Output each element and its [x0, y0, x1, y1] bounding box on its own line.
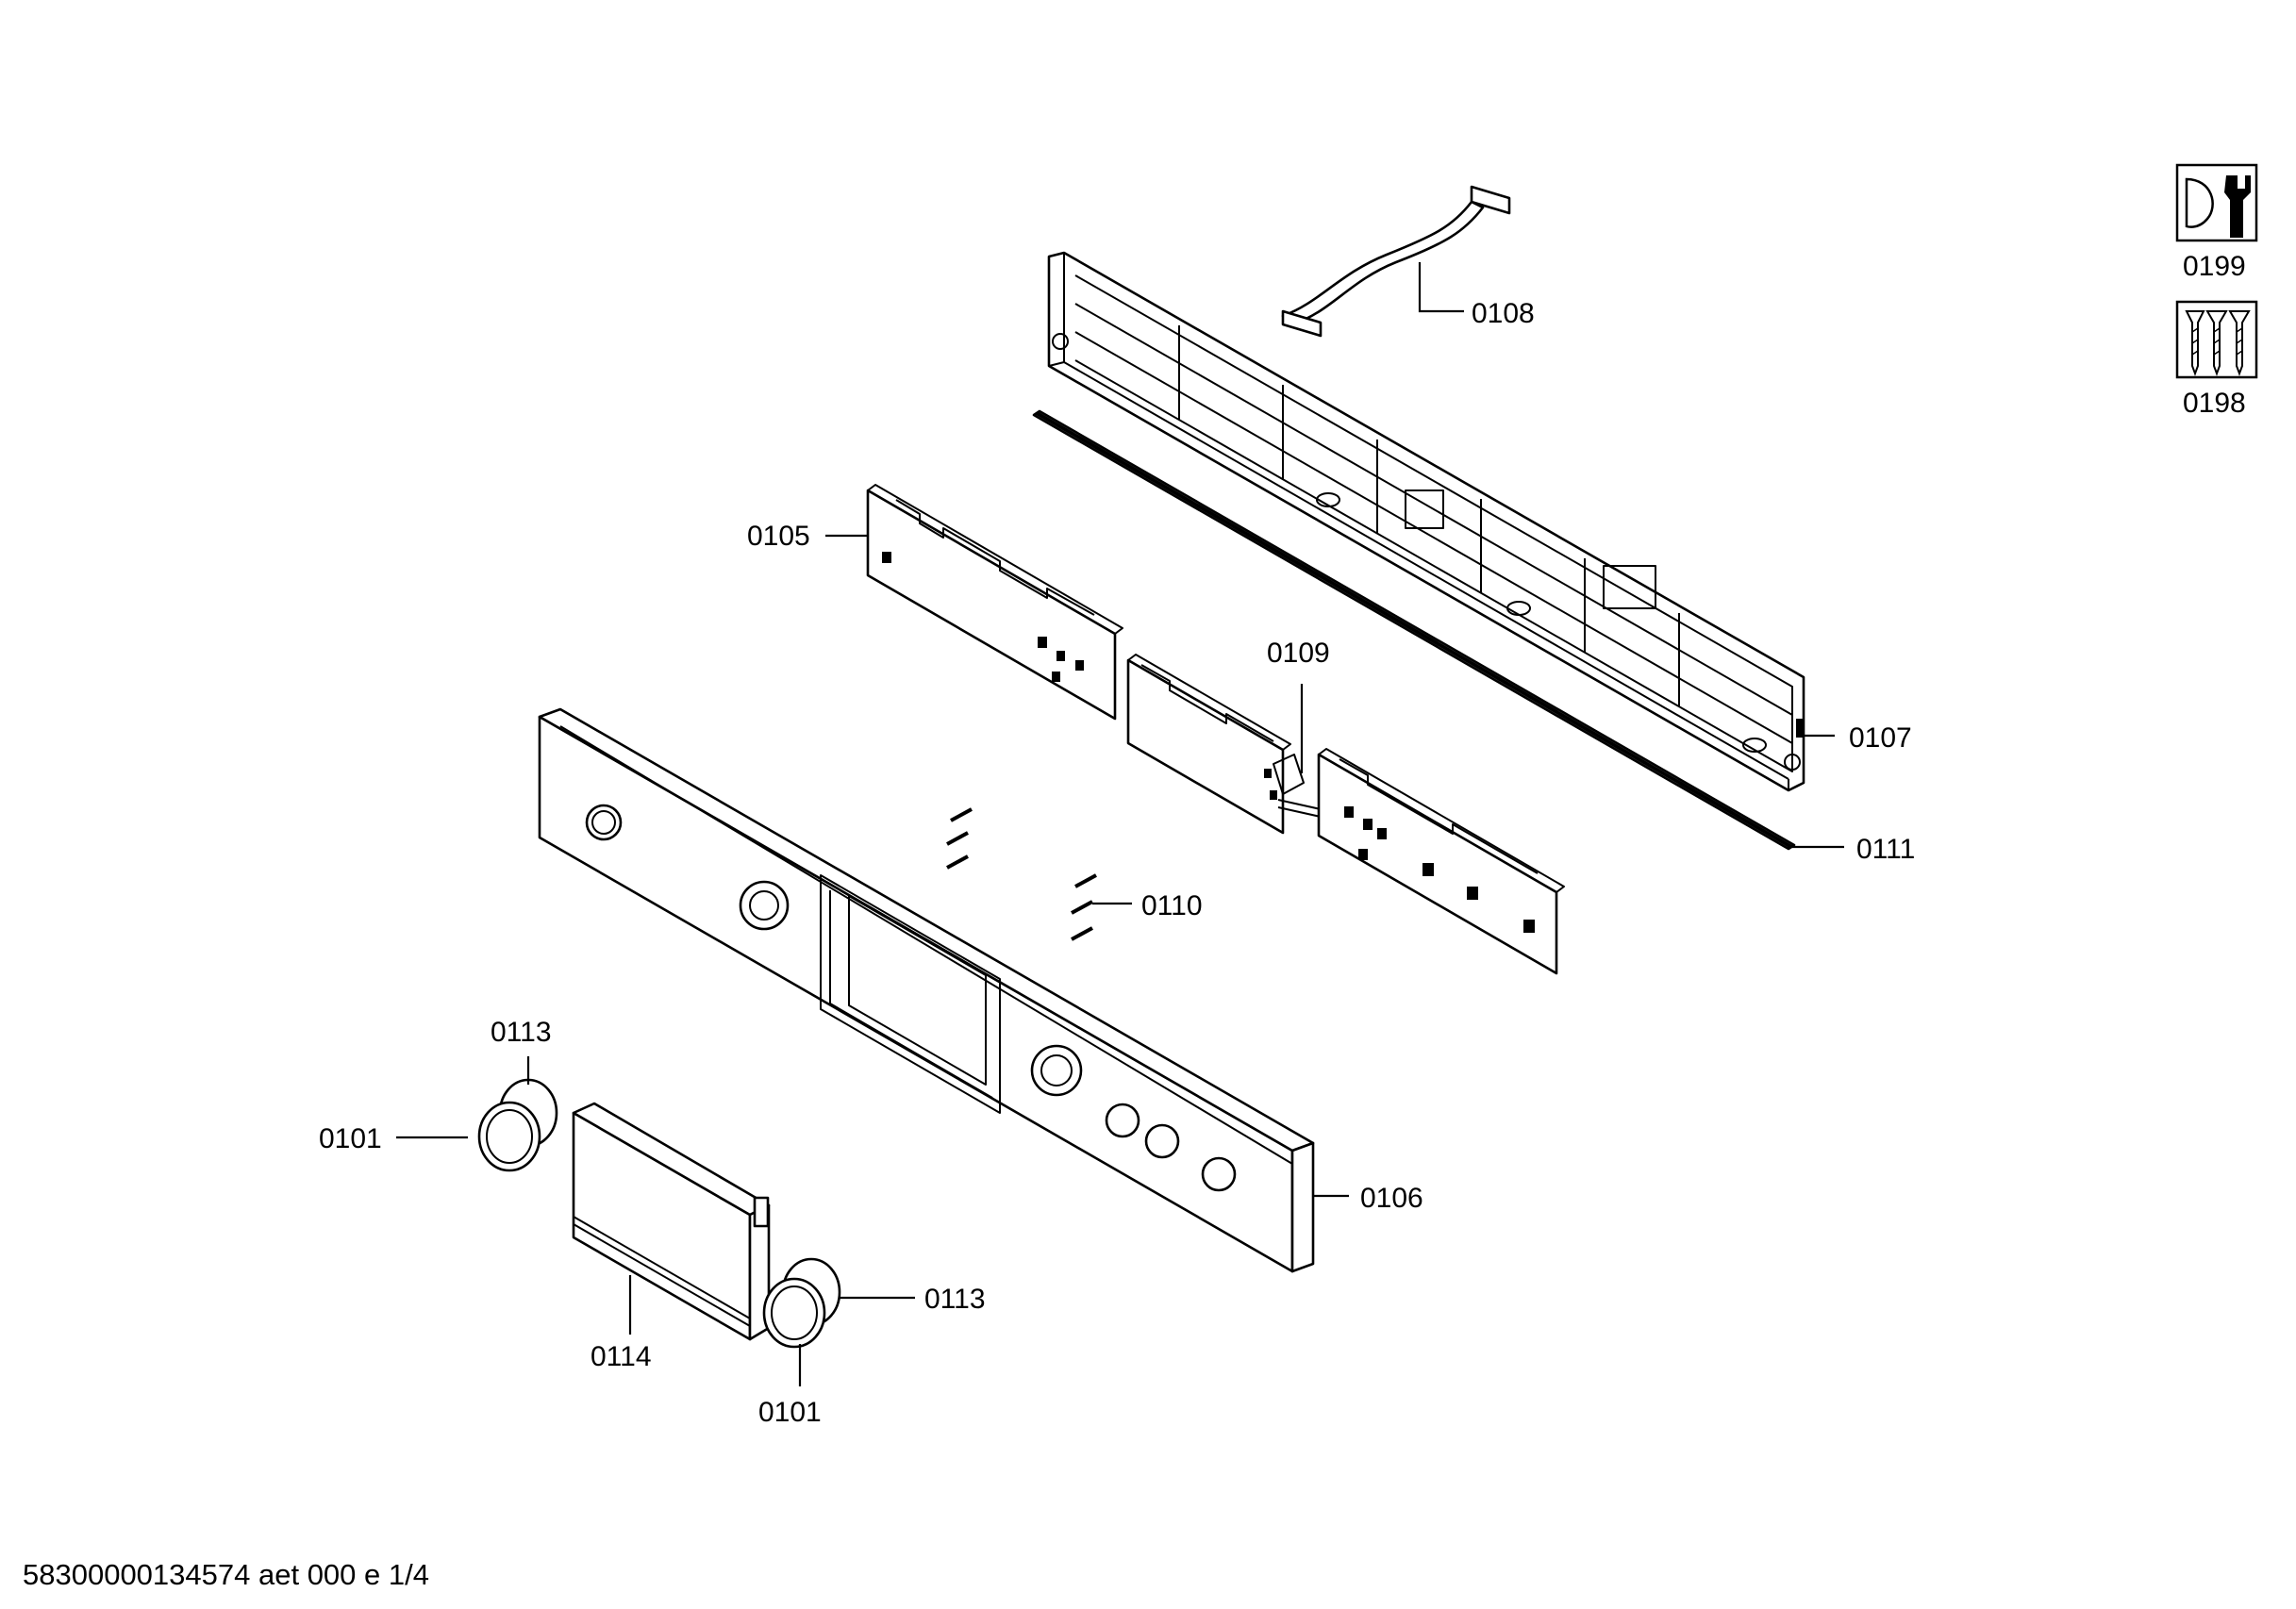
leader-lines [396, 262, 1844, 1386]
ribbon-cable-0108 [1281, 185, 1511, 338]
label-0105: 0105 [747, 521, 810, 552]
screws-icon [2175, 300, 2258, 379]
rear-frame-0107 [1047, 251, 1805, 792]
label-0111: 0111 [1856, 834, 1915, 865]
label-0110: 0110 [1141, 890, 1203, 921]
clips-0110 [946, 807, 1097, 941]
label-0109: 0109 [1267, 638, 1330, 669]
display-module-0114 [572, 1102, 771, 1341]
label-0107: 0107 [1849, 722, 1912, 754]
label-0113-top: 0113 [491, 1017, 552, 1048]
label-0198: 0198 [2183, 388, 2246, 419]
wrench-tool-icon [2175, 163, 2258, 242]
document-code: 58300000134574 aet 000 e 1/4 [23, 1558, 429, 1591]
label-0199: 0199 [2183, 251, 2246, 282]
circuit-board-0105 [866, 484, 1123, 721]
front-panel-0106 [538, 707, 1315, 1273]
label-0106: 0106 [1360, 1183, 1423, 1214]
circuit-board-middle [1126, 654, 1322, 835]
label-0114: 0114 [591, 1341, 652, 1372]
label-0101-bottom: 0101 [758, 1397, 822, 1428]
label-0108: 0108 [1472, 298, 1535, 329]
knob-left-0101 [477, 1078, 558, 1172]
seal-strip-0111 [1032, 409, 1796, 851]
circuit-board-right [1317, 748, 1565, 975]
label-0113-bottom: 0113 [924, 1284, 986, 1315]
knob-right-0101 [762, 1257, 841, 1349]
label-0101-left: 0101 [319, 1123, 382, 1154]
